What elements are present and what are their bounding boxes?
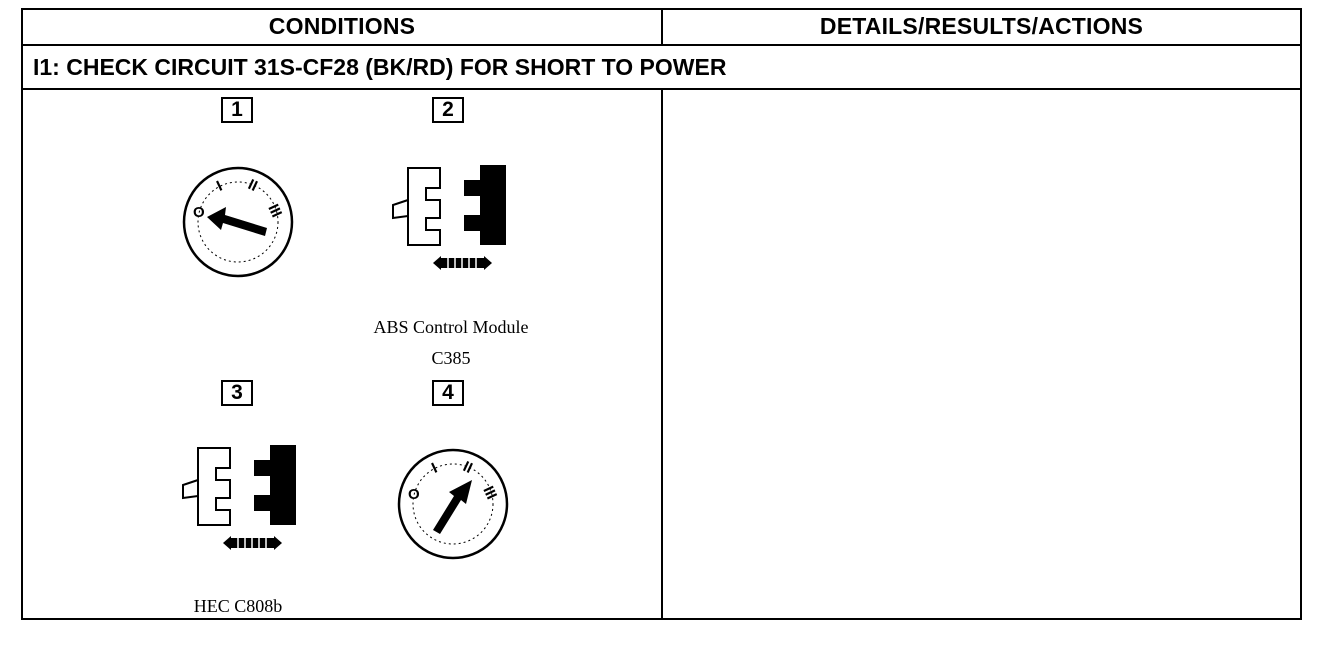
header-divider bbox=[23, 44, 1300, 46]
figure-2-caption-line1: ABS Control Module bbox=[373, 317, 529, 337]
details-header: DETAILS/RESULTS/ACTIONS bbox=[819, 13, 1144, 39]
figure-2-number: 2 bbox=[432, 97, 464, 123]
ignition-label-off: O bbox=[408, 486, 420, 503]
ignition-switch-off-icon: O I II III bbox=[182, 166, 294, 278]
figure-3-number: 3 bbox=[221, 380, 253, 406]
diagnostic-table: CONDITIONS DETAILS/RESULTS/ACTIONS I1: C… bbox=[21, 8, 1302, 620]
step-divider bbox=[23, 88, 1300, 90]
column-divider-top bbox=[661, 10, 663, 44]
ignition-label-off: O bbox=[193, 204, 205, 221]
figure-3-caption: HEC C808b bbox=[193, 596, 283, 616]
ignition-switch-run-icon: O I II III bbox=[397, 448, 509, 560]
connector-disconnect-icon bbox=[182, 445, 296, 550]
figure-4-number: 4 bbox=[432, 380, 464, 406]
figure-2-caption-line2: C385 bbox=[431, 348, 471, 368]
ignition-label-acc: I bbox=[214, 178, 225, 195]
figure-1-number: 1 bbox=[221, 97, 253, 123]
column-divider bbox=[661, 90, 663, 620]
ignition-label-acc: I bbox=[429, 460, 440, 477]
conditions-header: CONDITIONS bbox=[268, 13, 416, 39]
connector-disconnect-icon bbox=[392, 165, 506, 270]
step-title: I1: CHECK CIRCUIT 31S-CF28 (BK/RD) FOR S… bbox=[33, 54, 727, 80]
